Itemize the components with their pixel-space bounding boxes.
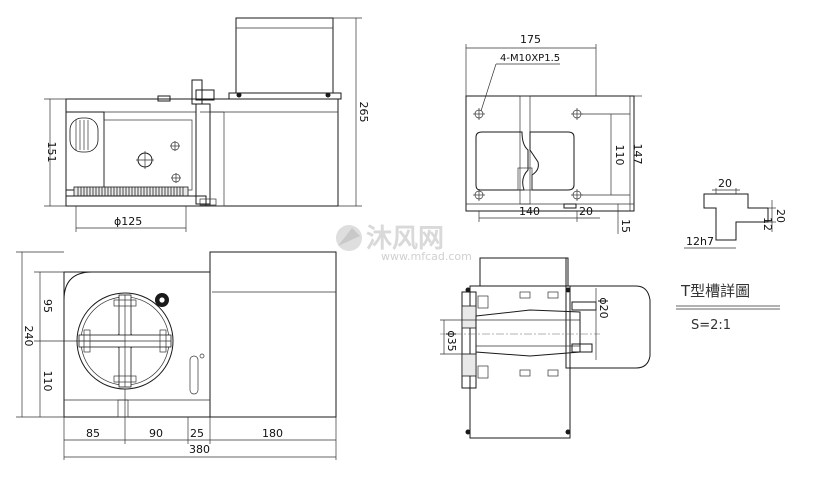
plan-view: 240 95 110 85 90 25 180 380 (16, 251, 337, 460)
plan-dim-240: 240 (22, 326, 35, 347)
side-dim-d35: ϕ35 (445, 330, 458, 351)
front-dim-body: 151 (45, 142, 58, 163)
t-slot-detail: 20 20 12 12h7 T型槽詳圖 S=2:1 (676, 177, 787, 333)
gear-teeth (77, 187, 184, 196)
plan-dim-380: 380 (189, 443, 210, 456)
front-dim-diameter: ϕ125 (114, 215, 142, 228)
face-dim-20: 20 (579, 205, 593, 218)
front-dim-height: 265 (357, 102, 370, 123)
face-thread-note: 4-M10XP1.5 (500, 53, 560, 64)
watermark: 沐风网 www.mfcad.com (336, 224, 472, 263)
plan-dim-95: 95 (41, 299, 54, 313)
watermark-logo (336, 225, 362, 251)
motor-housing (235, 17, 334, 94)
plan-dim-25: 25 (190, 427, 204, 440)
plan-motor-block (209, 251, 337, 418)
face-dim-147: 147 (631, 144, 644, 165)
plan-dim-110: 110 (41, 371, 54, 392)
tslot-title: T型槽詳圖 (680, 282, 750, 300)
side-body (469, 285, 571, 439)
tslot-dim-fit: 12h7 (686, 235, 714, 248)
face-dim-110: 110 (613, 145, 626, 166)
tslot-dim-12: 12 (761, 217, 774, 231)
face-dim-15: 15 (619, 219, 632, 233)
face-dim-width: 175 (520, 33, 541, 46)
face-dim-140: 140 (519, 205, 540, 218)
front-view: ϕ125 151 265 (44, 17, 370, 232)
tslot-dim-right: 20 (774, 209, 787, 223)
tslot-scale: S=2:1 (691, 318, 731, 333)
plan-dim-90: 90 (149, 427, 163, 440)
tslot-dim-top: 20 (718, 177, 732, 190)
face-outline (465, 95, 635, 212)
plan-dim-180: 180 (262, 427, 283, 440)
side-view: ϕ20 ϕ35 (440, 257, 651, 439)
side-dim-d20: ϕ20 (597, 297, 610, 318)
plan-dim-85: 85 (86, 427, 100, 440)
watermark-brand: 沐风网 (366, 224, 444, 254)
face-view: 175 4-M10XP1.5 110 147 140 20 15 (465, 33, 644, 234)
watermark-url: www.mfcad.com (381, 250, 472, 263)
